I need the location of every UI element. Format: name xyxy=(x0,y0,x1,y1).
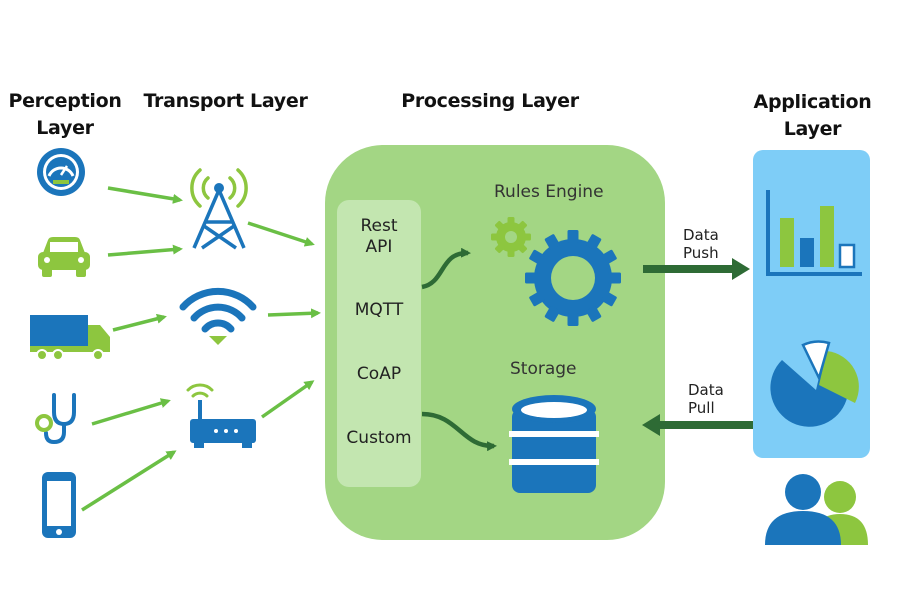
protocol-panel xyxy=(337,200,421,487)
transport-layer-title: Transport Layer xyxy=(143,90,308,112)
speedometer-icon xyxy=(37,148,85,196)
cell-tower-icon xyxy=(190,168,248,250)
router-icon xyxy=(186,383,256,448)
database-icon xyxy=(509,395,599,493)
protocol-mqtt: MQTT xyxy=(354,300,404,320)
data-pull-line-1: Data xyxy=(688,381,724,399)
data-pull-line-2: Pull xyxy=(688,399,715,417)
data-push-label: Data Push xyxy=(683,226,719,262)
stethoscope-icon xyxy=(35,393,76,445)
protocol-coap: CoAP xyxy=(356,364,402,384)
perception-title-line-2: Layer xyxy=(36,117,94,139)
application-title-line-1: Application xyxy=(753,91,872,113)
data-push-line-1: Data xyxy=(683,226,719,244)
rules-engine-label: Rules Engine xyxy=(494,182,604,202)
processing-layer-title: Processing Layer xyxy=(401,90,579,112)
perception-transport-arrows xyxy=(81,186,183,512)
data-push-line-2: Push xyxy=(683,244,719,262)
bar-chart-icon xyxy=(766,190,862,276)
data-pull-label: Data Pull xyxy=(688,381,724,417)
users-icon xyxy=(765,474,868,545)
wifi-icon xyxy=(179,287,257,345)
protocol-custom: Custom xyxy=(346,428,412,448)
storage-label: Storage xyxy=(510,359,577,379)
processing-internal-arrows xyxy=(421,247,497,452)
application-title-line-2: Layer xyxy=(783,118,842,140)
protocol-rest-line-2: API xyxy=(365,237,393,257)
data-flow-arrows xyxy=(642,258,753,436)
gear-icon xyxy=(491,217,621,326)
transport-processing-arrows xyxy=(247,221,321,419)
car-icon xyxy=(38,237,90,277)
protocol-rest-api: Rest API xyxy=(338,216,420,258)
protocol-rest-line-1: Rest xyxy=(360,216,398,236)
perception-title-line-1: Perception xyxy=(8,90,122,112)
pie-chart-icon xyxy=(770,340,859,427)
application-layer-title: Application Layer xyxy=(745,89,880,143)
perception-layer-title: Perception Layer xyxy=(0,88,130,142)
truck-icon xyxy=(30,315,110,361)
smartphone-icon xyxy=(42,472,76,538)
